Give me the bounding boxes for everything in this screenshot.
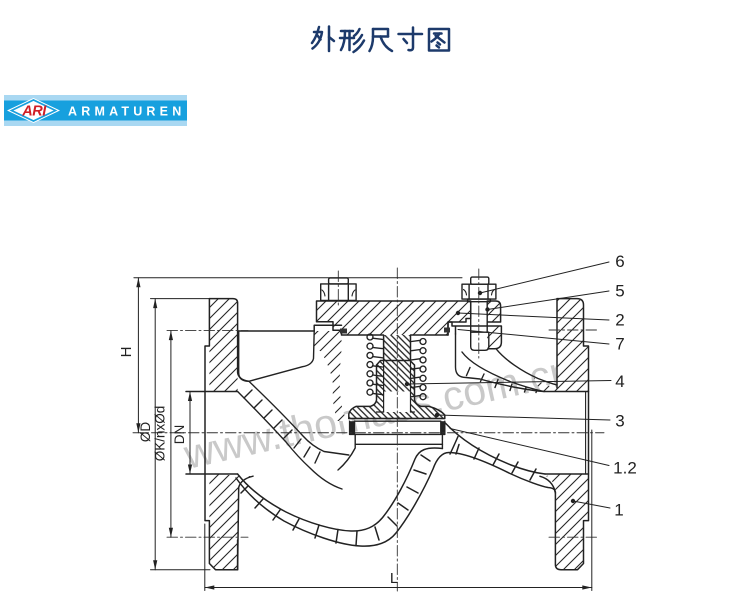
- svg-text:L: L: [390, 570, 398, 587]
- svg-text:DN: DN: [172, 425, 187, 445]
- svg-text:3: 3: [615, 412, 624, 431]
- svg-text:ØD: ØD: [138, 422, 153, 443]
- svg-text:1.2: 1.2: [613, 459, 637, 478]
- svg-text:6: 6: [615, 252, 624, 271]
- svg-text:5: 5: [615, 282, 624, 301]
- svg-text:2: 2: [615, 311, 624, 330]
- svg-text:ARMATUREN: ARMATUREN: [68, 105, 185, 119]
- svg-text:ØK/nxØd: ØK/nxØd: [153, 406, 168, 462]
- svg-text:1: 1: [614, 501, 623, 520]
- svg-text:7: 7: [615, 335, 624, 354]
- svg-text:4: 4: [615, 372, 624, 391]
- svg-text:ARI: ARI: [21, 104, 47, 120]
- svg-text:H: H: [118, 347, 135, 358]
